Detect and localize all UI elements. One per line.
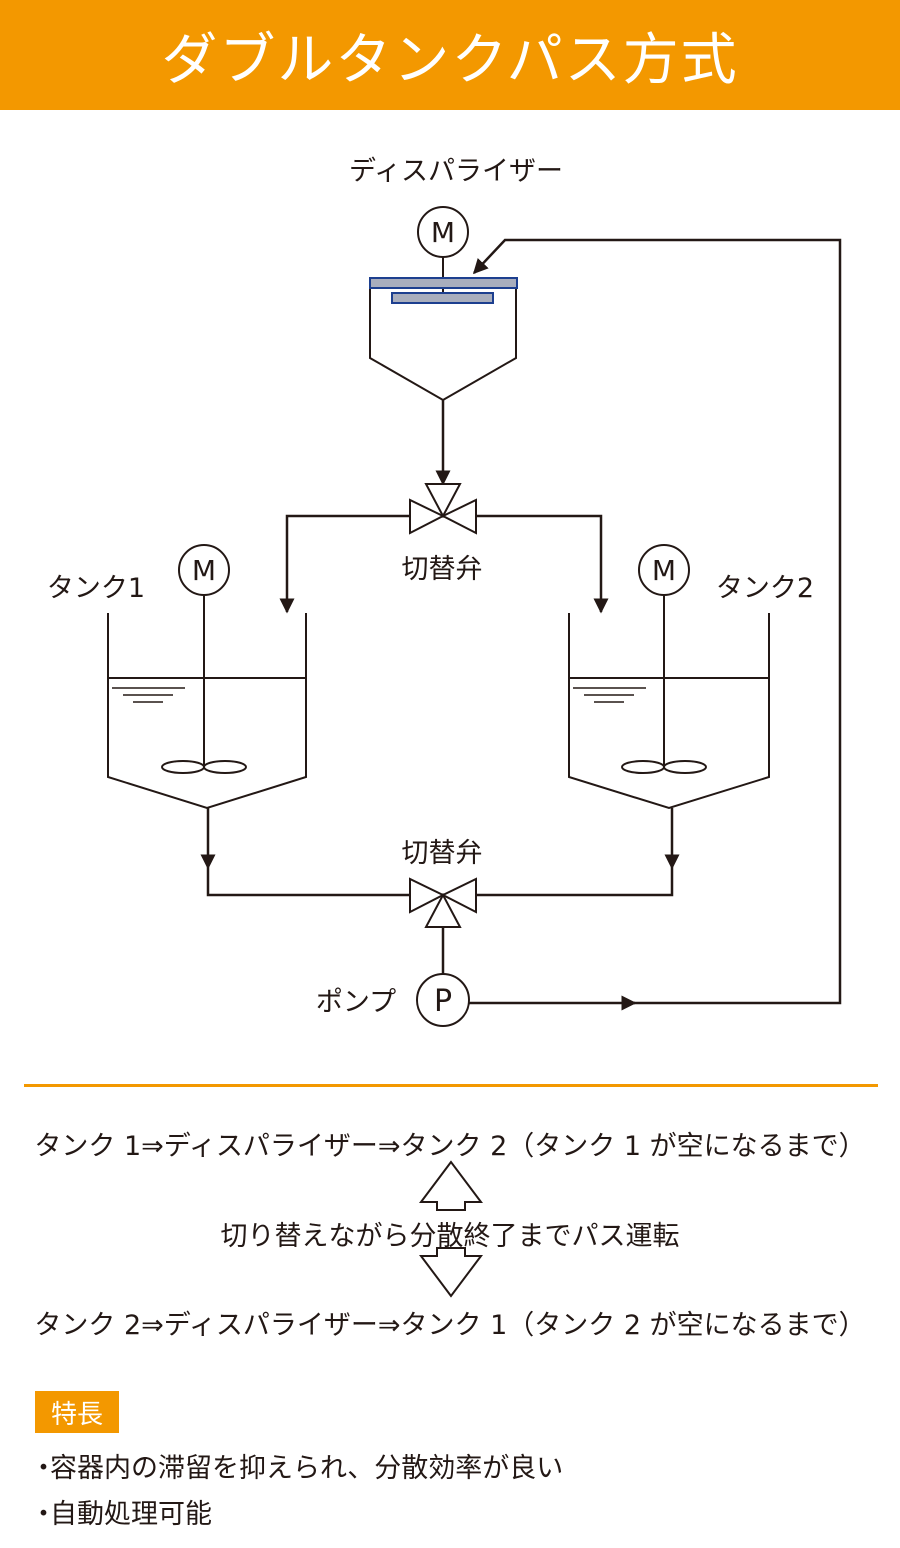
bullet-icon: ・ [30,1453,57,1484]
tank1-motor: M [178,544,230,596]
return-pipe-to-disperser [472,238,842,1005]
tank2-label: タンク2 [716,573,814,604]
feature-text: 容器内の滞留を抑えられ、分散効率が良い [50,1453,564,1484]
bottom-switch-valve-label: 切替弁 [402,838,483,869]
title-bar: ダブルタンクパス方式 [0,0,900,110]
tank2-vessel [568,595,770,810]
disperser-motor: M [417,206,469,258]
section-divider [24,1084,878,1087]
disperser-vessel [369,277,518,402]
process-step-2: タンク 2⇒ディスパライザー⇒タンク 1（タンク 2 が空になるまで） [34,1310,866,1341]
disperser-top-plate [369,277,518,289]
disperser-label: ディスパライザー [349,156,563,187]
feature-text: 自動処理可能 [50,1499,212,1530]
top-switch-valve-label: 切替弁 [402,554,483,585]
disperser-motor-symbol: M [431,216,455,249]
feature-item: ・容器内の滞留を抑えられ、分散効率が良い [30,1446,563,1485]
tank2-to-bottom-valve-pipe [476,868,674,897]
process-switching-note: 切り替えながら分散終了までパス運転 [220,1221,680,1252]
tank1-motor-symbol: M [192,554,216,587]
tank1-vessel [107,595,307,810]
pump: P [416,973,470,1027]
bottom-switch-valve [409,877,477,928]
double-arrow-icon [419,1160,483,1298]
pump-symbol: P [434,984,452,1019]
process-diagram: ディスパライザー M 切替弁 タンク1 M タンク2 M [47,156,842,1027]
pipe-to-tank2 [476,514,609,614]
pump-label: ポンプ [316,987,396,1018]
page-title: ダブルタンクパス方式 [161,27,739,93]
features-heading: 特長 [35,1391,119,1433]
tank2-motor-symbol: M [652,554,676,587]
bullet-icon: ・ [30,1499,57,1530]
disperser-rotor-plate [391,292,494,304]
tank2-motor: M [638,544,690,596]
pipe-to-tank1 [279,514,410,614]
tank1-to-bottom-valve-pipe [206,868,410,897]
top-switch-valve [409,483,477,535]
process-step-1: タンク 1⇒ディスパライザー⇒タンク 2（タンク 1 が空になるまで） [34,1131,866,1162]
tank1-label: タンク1 [47,573,145,604]
feature-item: ・自動処理可能 [30,1492,212,1531]
